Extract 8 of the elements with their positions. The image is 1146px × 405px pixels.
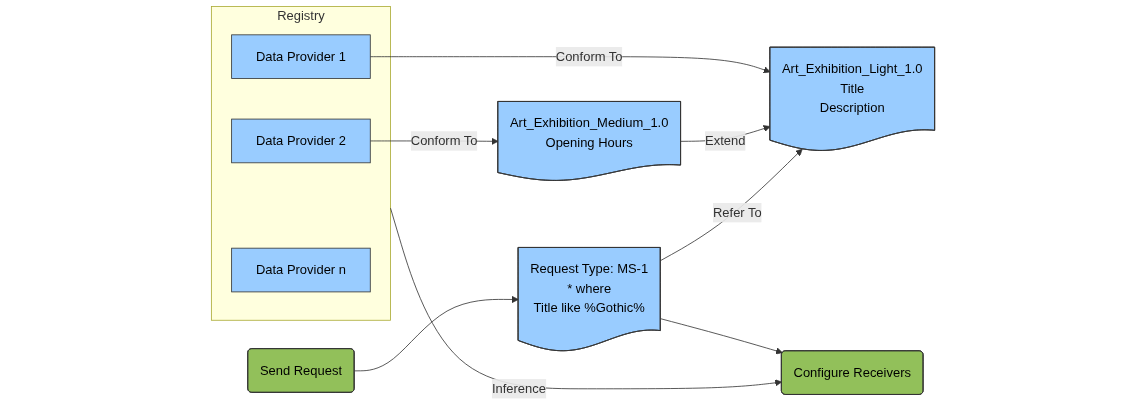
edge-label: Conform To bbox=[555, 49, 623, 64]
edge-label: Conform To bbox=[410, 133, 478, 148]
node-box: Data Provider 2 bbox=[231, 118, 371, 164]
node-box: Data Provider n bbox=[231, 247, 371, 293]
edge-label: Extend bbox=[705, 133, 746, 148]
edge-label: Inference bbox=[491, 381, 546, 396]
edge-label: Refer To bbox=[712, 205, 762, 220]
node-box: Data Provider 1 bbox=[231, 34, 371, 79]
